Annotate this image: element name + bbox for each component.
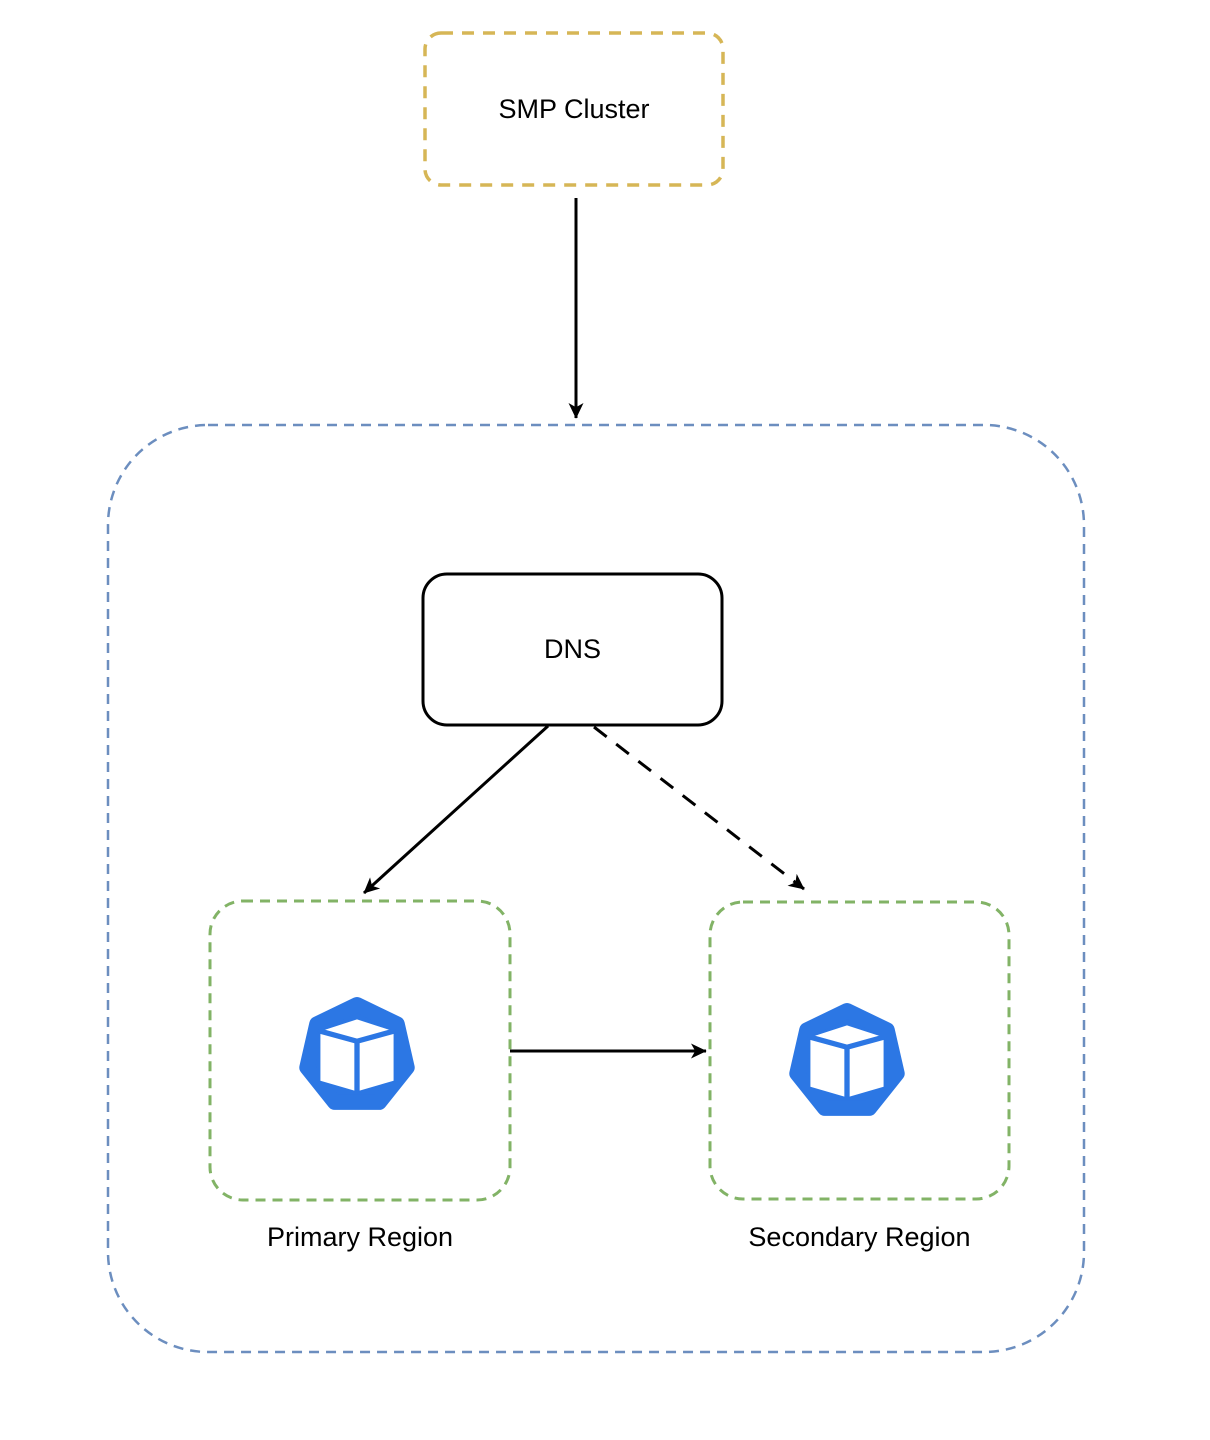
kubernetes-cluster-icon-secondary: [789, 1002, 905, 1116]
smp-cluster-box: [423, 31, 725, 187]
dns-box: [421, 572, 724, 727]
dns-label: DNS: [543, 634, 601, 664]
arrow-dns-to-primary: [362, 724, 550, 895]
primary-region-label: Primary Region: [266, 1222, 454, 1252]
region-container-box: [106, 423, 1086, 1354]
kubernetes-cluster-icon-primary: [299, 996, 415, 1110]
arrow-dns-to-secondary: [593, 725, 805, 891]
secondary-region-label: Secondary Region: [748, 1222, 971, 1252]
smp-cluster-label: SMP Cluster: [498, 94, 650, 124]
